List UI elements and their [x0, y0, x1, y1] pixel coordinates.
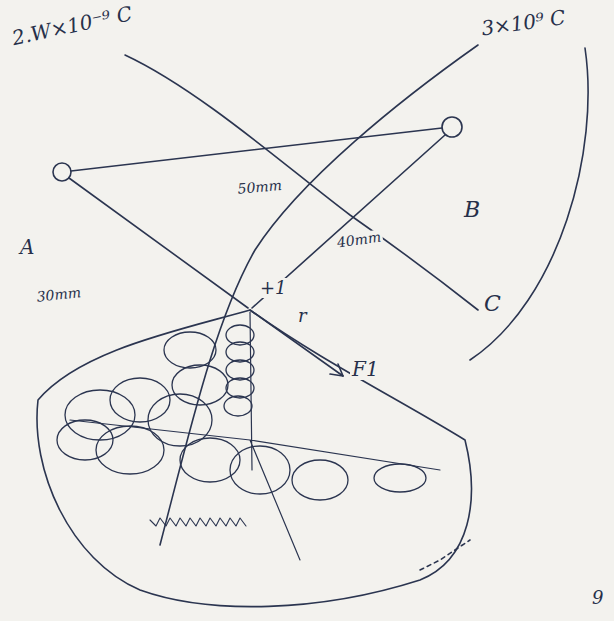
point-label: B [462, 198, 482, 222]
distance-label: r [296, 306, 309, 326]
force-label: F1 [350, 358, 381, 380]
dashed-edge [420, 540, 470, 570]
scribbled-loops [57, 325, 426, 500]
region-outline [37, 310, 471, 607]
inner-lines [70, 312, 440, 560]
dimension-label: 40mm [334, 229, 384, 251]
leader-line [160, 45, 478, 545]
charge-value: 3×10⁹ C [478, 6, 569, 40]
dimension-label: 30mm [34, 285, 84, 305]
spring-symbol [150, 518, 246, 526]
point-label: A [18, 236, 36, 258]
point-label: +1 [258, 278, 289, 298]
side-ab [71, 128, 442, 171]
charge-b [442, 117, 462, 137]
dimension-label: 50mm [235, 178, 285, 198]
outer-curve [470, 48, 588, 360]
leader-curve [125, 55, 478, 310]
charge-value: 2.W×10⁻⁹ C [8, 2, 136, 50]
page-number: 9 [590, 588, 605, 608]
side-ap [69, 178, 248, 308]
charge-label: C [482, 292, 503, 316]
